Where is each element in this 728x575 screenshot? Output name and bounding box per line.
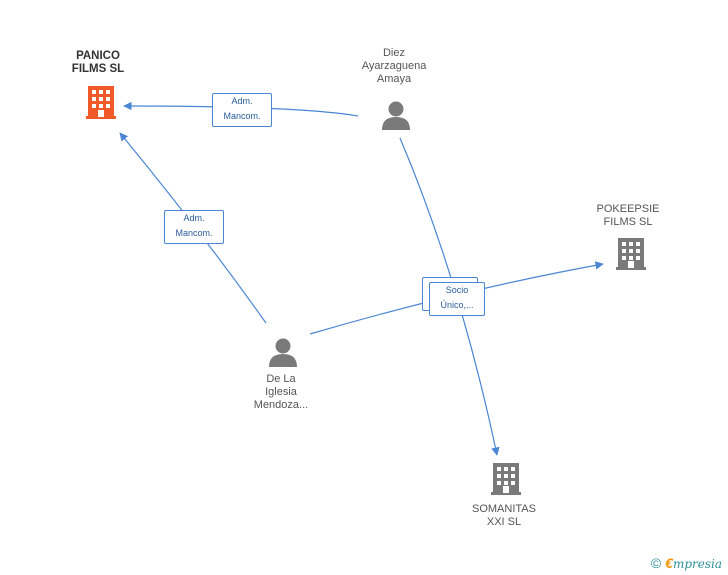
person-icon-delaiglesia[interactable] xyxy=(269,338,297,368)
node-label-pokeepsie[interactable]: POKEEPSIE FILMS SL xyxy=(596,203,660,228)
building-icon-pokeepsie[interactable] xyxy=(616,238,646,270)
brand-logo[interactable]: €mpresia xyxy=(665,555,722,571)
edge-label-diez-panico[interactable]: Adm. Mancom. xyxy=(212,93,272,127)
edge-label-socio[interactable]: Socio Único,... xyxy=(429,282,485,316)
node-label-somanitas[interactable]: SOMANITAS XXI SL xyxy=(472,503,536,528)
person-icon-diez[interactable] xyxy=(382,101,410,131)
node-label-delaiglesia[interactable]: De La Iglesia Mendoza... xyxy=(253,373,309,411)
building-icon-somanitas[interactable] xyxy=(491,463,521,495)
building-icon-panico[interactable] xyxy=(86,86,116,119)
edge-label-iglesia-panico[interactable]: Adm. Mancom. xyxy=(164,210,224,244)
node-label-diez[interactable]: Diez Ayarzaguena Amaya xyxy=(361,47,427,85)
brand-logo-text: mpresia xyxy=(672,557,722,571)
brand-logo-e: € xyxy=(665,555,673,571)
footer-brand: © €mpresia xyxy=(651,555,722,571)
copyright-symbol: © xyxy=(650,555,662,571)
node-label-panico[interactable]: PANICO FILMS SL xyxy=(71,50,125,75)
